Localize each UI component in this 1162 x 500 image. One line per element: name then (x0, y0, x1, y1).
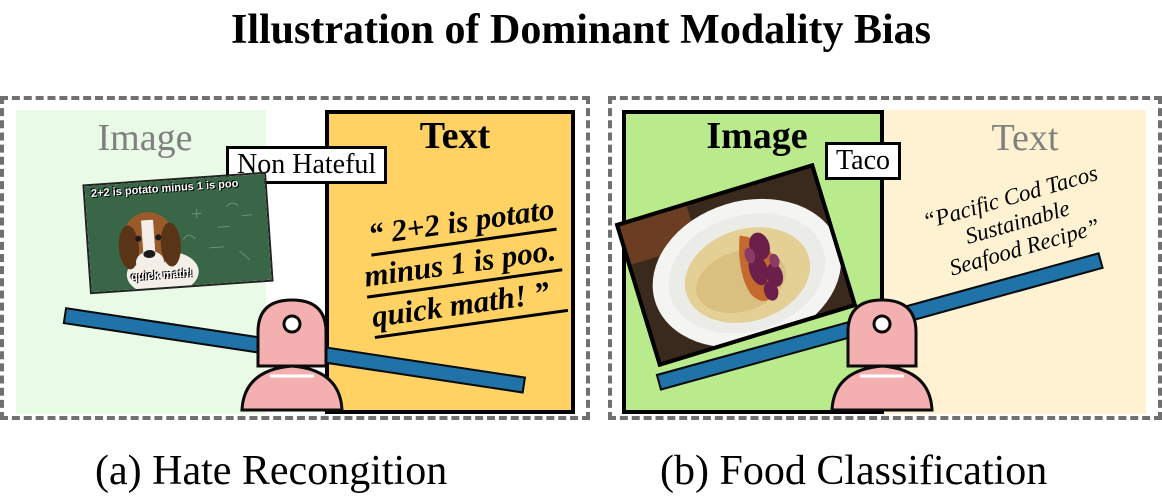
figure-title: Illustration of Dominant Modality Bias (230, 7, 932, 53)
seesaw-fulcrum (830, 298, 934, 412)
seesaw-fulcrum (240, 298, 344, 412)
panel-caption: (a) Hate Recongition (95, 448, 448, 494)
prediction-badge: Taco (825, 142, 902, 180)
panel-frame (608, 96, 1162, 420)
panel-frame (0, 96, 590, 420)
text-label: Text (991, 117, 1059, 159)
food-image (614, 162, 858, 368)
panel-caption: (b) Food Classification (660, 448, 1048, 494)
taco-photo (619, 167, 853, 363)
text-label: Text (419, 115, 491, 157)
image-label: Image (97, 117, 193, 159)
meme-image: 2+2 is potato minus 1 is poo quick math! (82, 171, 274, 295)
text-region (884, 110, 1146, 414)
meme-picture (84, 173, 272, 295)
image-label: Image (706, 115, 808, 157)
